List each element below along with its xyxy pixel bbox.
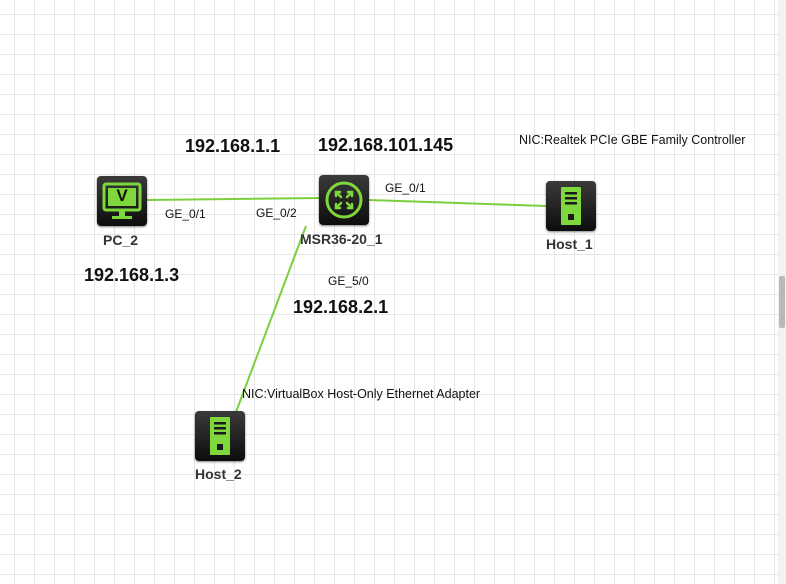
host1-device[interactable]	[546, 181, 596, 231]
scrollbar-thumb[interactable]	[779, 276, 785, 328]
pc2-port-label: GE_0/1	[165, 207, 206, 221]
vertical-scrollbar[interactable]	[778, 0, 786, 584]
router-ip-lan2: 192.168.2.1	[293, 297, 389, 317]
host1-name: Host_1	[546, 236, 593, 252]
host2-nic: NIC:VirtualBox Host-Only Ethernet Adapte…	[242, 387, 481, 401]
monitor-glyph: V	[116, 186, 128, 205]
router-name: MSR36-20_1	[300, 231, 383, 247]
router-port-ge50: GE_5/0	[328, 274, 369, 288]
server-icon	[210, 417, 230, 455]
pc2-name: PC_2	[103, 232, 139, 248]
router-port-ge01: GE_0/1	[385, 181, 426, 195]
router-port-ge02: GE_0/2	[256, 206, 297, 220]
link-router-host1[interactable]	[368, 199, 547, 207]
host1-nic: NIC:Realtek PCIe GBE Family Controller	[519, 133, 746, 147]
server-icon	[561, 187, 581, 225]
router-ip-lan1: 192.168.1.1	[185, 136, 281, 156]
pc2-ip: 192.168.1.3	[84, 265, 180, 285]
host2-device[interactable]	[195, 411, 245, 461]
pc2-device[interactable]: V	[97, 176, 147, 226]
host2-name: Host_2	[195, 466, 242, 482]
link-router-host2[interactable]	[235, 225, 307, 413]
router-ip-wan: 192.168.101.145	[318, 135, 454, 155]
link-pc2-router[interactable]	[146, 197, 321, 201]
router-icon	[325, 181, 363, 219]
router-device[interactable]	[319, 175, 369, 225]
monitor-icon	[102, 182, 142, 219]
